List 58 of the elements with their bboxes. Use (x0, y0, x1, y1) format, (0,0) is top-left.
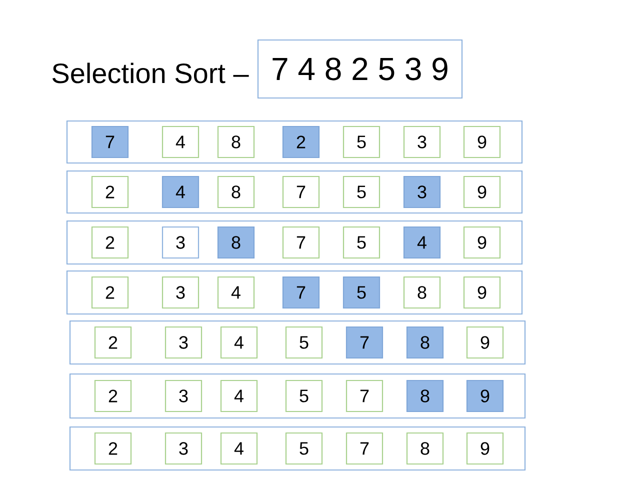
row-panel (66, 220, 523, 265)
number-cell: 7 (346, 432, 384, 465)
number-cell: 5 (342, 176, 380, 208)
number-cell: 5 (285, 432, 323, 465)
highlighted-cell: 7 (282, 276, 320, 309)
highlighted-cell: 7 (346, 326, 384, 359)
number-cell: 3 (164, 326, 202, 359)
number-cell: 3 (164, 380, 202, 412)
highlighted-cell: 7 (91, 126, 129, 158)
number-cell: 7 (282, 226, 320, 259)
number-cell: 3 (403, 126, 441, 158)
number-cell: 9 (466, 432, 504, 465)
number-cell: 5 (285, 326, 323, 359)
number-cell: 8 (217, 176, 255, 208)
row-panel (69, 373, 526, 419)
row-panel (66, 270, 523, 315)
number-cell: 3 (162, 226, 200, 259)
number-cell: 7 (346, 380, 384, 412)
highlighted-cell: 5 (342, 276, 380, 309)
row-panel (66, 120, 523, 164)
row-panel (69, 320, 526, 365)
row-panel (66, 170, 523, 214)
number-cell: 4 (220, 326, 258, 359)
number-cell: 9 (463, 226, 501, 259)
number-box: 7 4 8 2 5 3 9 (257, 39, 463, 99)
number-cell: 2 (91, 176, 129, 208)
number-cell: 8 (217, 126, 255, 158)
number-cell: 2 (91, 226, 129, 259)
row-panel (69, 426, 526, 471)
number-cell: 2 (94, 432, 132, 465)
number-cell: 5 (285, 380, 323, 412)
number-cell: 5 (342, 126, 380, 158)
number-cell: 9 (466, 326, 504, 359)
number-cell: 9 (463, 276, 501, 309)
number-cell: 3 (164, 432, 202, 465)
number-cell: 5 (342, 226, 380, 259)
highlighted-cell: 2 (282, 126, 320, 158)
highlighted-cell: 4 (162, 176, 200, 208)
highlighted-cell: 9 (466, 380, 504, 412)
number-cell: 4 (220, 380, 258, 412)
number-cell: 4 (220, 432, 258, 465)
number-cell: 7 (282, 176, 320, 208)
highlighted-cell: 8 (217, 226, 255, 259)
number-cell: 9 (463, 176, 501, 208)
number-cell: 8 (406, 432, 444, 465)
highlighted-cell: 8 (406, 326, 444, 359)
title: Selection Sort – (52, 62, 249, 84)
number-cell: 2 (91, 276, 129, 309)
number-cell: 9 (463, 126, 501, 158)
number-cell: 4 (162, 126, 200, 158)
number-cell: 2 (94, 326, 132, 359)
number-cell: 8 (403, 276, 441, 309)
number-cell: 3 (162, 276, 200, 309)
highlighted-cell: 4 (403, 226, 441, 259)
highlighted-cell: 8 (406, 380, 444, 412)
number-cell: 4 (217, 276, 255, 309)
number-cell: 2 (94, 380, 132, 412)
highlighted-cell: 3 (403, 176, 441, 208)
